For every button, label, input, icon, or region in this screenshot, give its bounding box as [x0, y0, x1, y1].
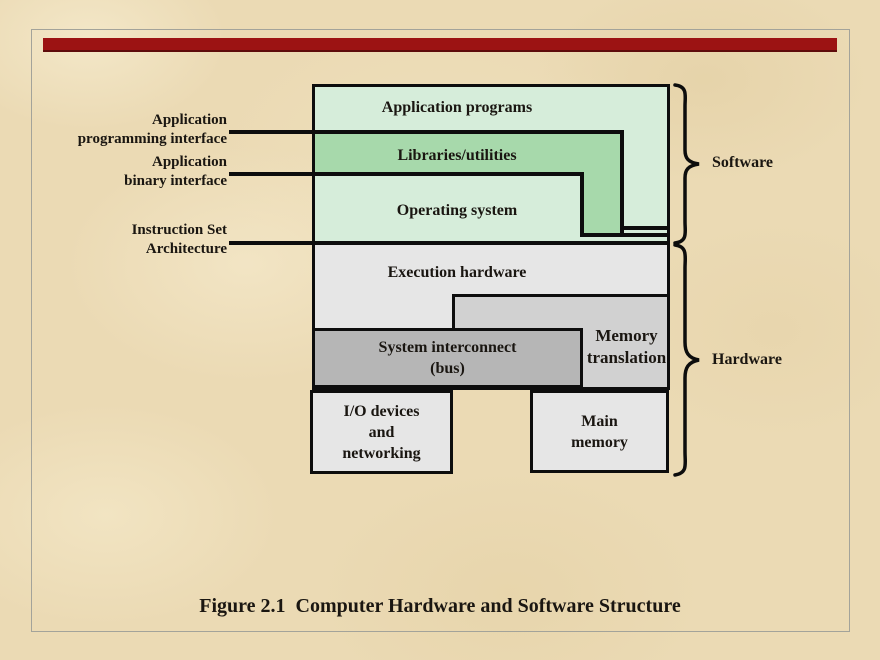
hardware-label: Hardware	[712, 351, 782, 368]
main-memory-box: Main memory	[530, 390, 669, 473]
libraries-utilities-label: Libraries/utilities	[397, 147, 517, 164]
application-programs-label: Application programs	[381, 99, 533, 116]
isa-label: Instruction Set Architecture	[32, 221, 227, 259]
memory-translation-label-line1: Memory	[595, 326, 658, 345]
io-devices-label-line2: and	[368, 423, 395, 441]
user-isa-line-lower	[580, 233, 670, 237]
libraries-band-fill	[315, 133, 620, 175]
io-devices-label-line3: networking	[342, 444, 421, 462]
abi-label: Application binary interface	[32, 153, 227, 191]
slide-border	[31, 29, 850, 632]
software-brace	[673, 83, 700, 245]
isa-line-horizontal	[229, 241, 670, 245]
main-memory-label-line2: memory	[571, 433, 628, 451]
abi-label-line2: binary interface	[124, 173, 227, 189]
system-interconnect-box: System interconnect (bus)	[312, 328, 583, 388]
isa-label-line1: Instruction Set	[131, 222, 227, 238]
api-line-vertical	[620, 130, 624, 237]
operating-system-label: Operating system	[396, 202, 518, 219]
system-interconnect-label-line1: System interconnect	[378, 339, 517, 356]
api-label-line1: Application	[151, 112, 227, 128]
user-isa-line-upper	[624, 226, 670, 230]
api-line-horizontal	[229, 130, 624, 134]
execution-hardware-label: Execution hardware	[387, 264, 527, 281]
api-label-line2: programming interface	[77, 131, 227, 147]
io-devices-label-line1: I/O devices	[343, 402, 420, 420]
software-label: Software	[712, 154, 774, 171]
abi-line-horizontal	[229, 172, 584, 176]
abi-label-line1: Application	[151, 154, 227, 170]
abi-line-vertical	[580, 172, 584, 237]
libraries-column-fill	[584, 175, 620, 236]
hardware-brace	[673, 243, 700, 477]
red-divider-bar	[43, 38, 837, 52]
io-devices-box: I/O devices and networking	[310, 390, 453, 474]
main-memory-label-line1: Main	[581, 412, 618, 430]
figure-caption: Figure 2.1 Computer Hardware and Softwar…	[199, 595, 681, 617]
system-interconnect-label-line2: (bus)	[430, 360, 465, 377]
memory-translation-label-line2: translation	[586, 348, 667, 367]
isa-label-line2: Architecture	[145, 241, 227, 257]
api-label: Application programming interface	[32, 111, 227, 149]
memory-translation-label: Memory translation	[583, 325, 670, 369]
